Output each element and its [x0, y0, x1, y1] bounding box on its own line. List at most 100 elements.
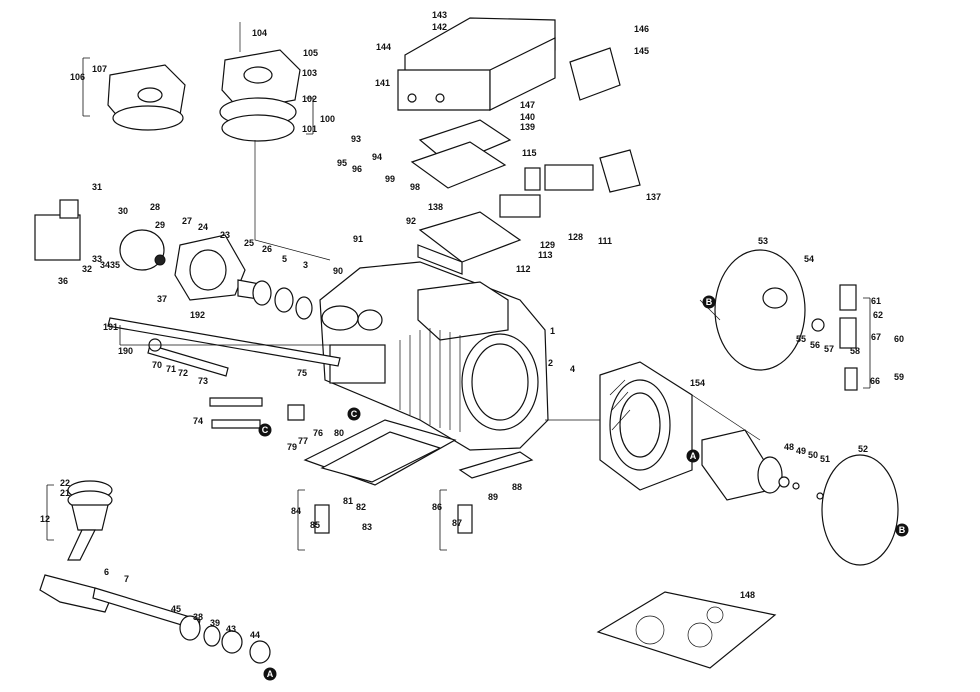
callout-label: 23 — [220, 230, 230, 240]
callout-label: 29 — [155, 220, 165, 230]
callout-label: 93 — [351, 134, 361, 144]
callout-label: 30 — [118, 206, 128, 216]
callout-label: 33 — [92, 254, 102, 264]
callout-label: 25 — [244, 238, 254, 248]
callout-label: 49 — [796, 446, 806, 456]
callout-label: 1 — [550, 326, 555, 336]
callout-label: 89 — [488, 492, 498, 502]
callout-label: 35 — [110, 260, 120, 270]
contactor-blocks — [499, 164, 594, 218]
protection-module — [569, 47, 641, 193]
terminal-box — [397, 17, 556, 111]
callout-label: 72 — [178, 368, 188, 378]
callout-label: 141 — [375, 78, 390, 88]
callout-label: 81 — [343, 496, 353, 506]
callout-label: 73 — [198, 376, 208, 386]
capacity-regulator — [34, 199, 313, 320]
callout-label: 37 — [157, 294, 167, 304]
callout-label: 146 — [634, 24, 649, 34]
callout-label: 88 — [512, 482, 522, 492]
callout-label: 67 — [871, 332, 881, 342]
callout-label: 96 — [352, 164, 362, 174]
callout-label: 79 — [287, 442, 297, 452]
assembly-leaders — [46, 57, 871, 551]
callout-label: 51 — [820, 454, 830, 464]
callout-label: 90 — [333, 266, 343, 276]
callout-label: 102 — [302, 94, 317, 104]
callout-label: 38 — [193, 612, 203, 622]
callout-label: 144 — [376, 42, 391, 52]
callout-label: 56 — [810, 340, 820, 350]
motor-stator — [599, 361, 693, 491]
reference-mark-circle — [702, 295, 716, 309]
callout-label: 115 — [522, 148, 537, 158]
reference-mark: C — [258, 423, 272, 437]
callout-label: 143 — [432, 10, 447, 20]
callout-label: 62 — [873, 310, 883, 320]
callout-label: 53 — [758, 236, 768, 246]
service-valves — [811, 284, 858, 391]
callout-label: 83 — [362, 522, 372, 532]
callout-label: 54 — [804, 254, 814, 264]
callout-label: 60 — [894, 334, 904, 344]
callout-label: 58 — [850, 346, 860, 356]
callout-label: 86 — [432, 502, 442, 512]
reference-mark: A — [263, 667, 277, 681]
callout-label: 55 — [796, 334, 806, 344]
callout-label: 34 — [100, 260, 110, 270]
callout-label: 154 — [690, 378, 705, 388]
callout-label: 145 — [634, 46, 649, 56]
reference-mark-letter: B — [899, 525, 906, 535]
callout-label: 106 — [70, 72, 85, 82]
callout-label: 139 — [520, 122, 535, 132]
callout-label: 44 — [250, 630, 260, 640]
callout-label: 137 — [646, 192, 661, 202]
piston-connecting-rod — [67, 480, 113, 561]
gasket-set — [596, 591, 777, 669]
callout-label: 190 — [118, 346, 133, 356]
callout-label: 142 — [432, 22, 447, 32]
callout-label: 31 — [92, 182, 102, 192]
callout-label: 70 — [152, 360, 162, 370]
callout-label: 36 — [58, 276, 68, 286]
reference-mark: B — [702, 295, 716, 309]
callout-label: 28 — [150, 202, 160, 212]
callout-label: 66 — [870, 376, 880, 386]
cylinder-head-right — [219, 22, 301, 142]
callout-label: 61 — [871, 296, 881, 306]
callout-label: 48 — [784, 442, 794, 452]
reference-mark-letter: A — [690, 451, 697, 461]
callout-label: 91 — [353, 234, 363, 244]
callout-label: 111 — [598, 236, 612, 246]
callout-label: 76 — [313, 428, 323, 438]
callout-label: 4 — [570, 364, 575, 374]
reference-mark-circle — [258, 423, 272, 437]
callout-label: 85 — [310, 520, 320, 530]
callout-label: 112 — [516, 264, 531, 274]
callout-label: 3 — [303, 260, 308, 270]
oil-strainer — [314, 504, 473, 534]
reference-mark-circle — [347, 407, 361, 421]
callout-label: 84 — [291, 506, 301, 516]
terminal-plate — [410, 119, 522, 275]
callout-label: 52 — [858, 444, 868, 454]
oil-pump-shaft — [107, 317, 341, 429]
callout-label: 75 — [297, 368, 307, 378]
callout-label: 45 — [171, 604, 181, 614]
reference-mark: A — [686, 449, 700, 463]
callout-label: 103 — [302, 68, 317, 78]
callout-label: 71 — [166, 364, 176, 374]
callout-label: 80 — [334, 428, 344, 438]
crankshaft — [39, 574, 271, 664]
callout-label: 105 — [303, 48, 318, 58]
reference-mark-circle — [895, 523, 909, 537]
callout-label: 104 — [252, 28, 267, 38]
reference-mark: B — [895, 523, 909, 537]
callout-label: 92 — [406, 216, 416, 226]
callout-label: 24 — [198, 222, 208, 232]
callout-label: 12 — [40, 514, 50, 524]
callout-label: 87 — [452, 518, 462, 528]
reference-mark-letter: C — [262, 425, 269, 435]
